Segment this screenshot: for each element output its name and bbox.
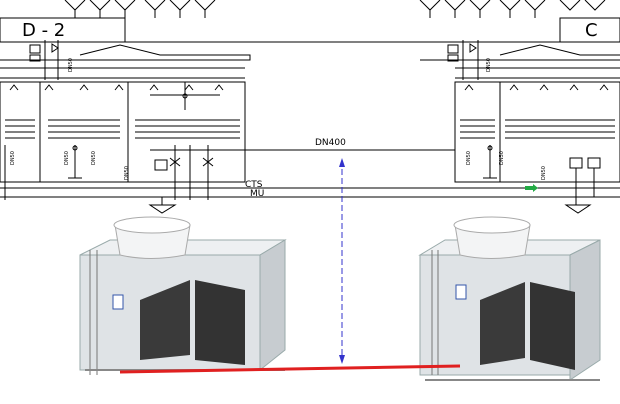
right-fill-lines (460, 119, 615, 139)
left-valve-label-5: DN50 (124, 166, 130, 180)
left-fill-panel-a (140, 280, 190, 360)
right-valve-label-2: DN50 (499, 151, 505, 165)
right-manifold (420, 44, 620, 61)
left-fill-lines (5, 119, 240, 139)
cts-label: CTS (245, 180, 263, 190)
mu-label: MU (250, 189, 264, 199)
right-top-nozzles (419, 0, 606, 18)
right-valve-label-3: DN50 (541, 166, 547, 180)
left-tower-compartments (0, 81, 246, 183)
left-valve-label-1: DN50 (10, 151, 16, 165)
connection-pipe (119, 364, 461, 374)
right-tower-compartments (454, 81, 620, 183)
right-bottom-valves (483, 145, 601, 205)
pipe-size-label: DN400 (315, 138, 346, 148)
left-valve-label-2: DN50 (68, 58, 74, 72)
right-flow-arrows (464, 84, 609, 91)
left-flow-arrows (9, 84, 224, 91)
right-cooling-tower (418, 216, 601, 381)
right-fill-panel-b (530, 282, 575, 370)
left-valve-cluster (29, 40, 59, 80)
right-fill-panel-a (480, 282, 525, 365)
left-unit-label-group: D - 2 (22, 20, 65, 41)
left-valve-label-4: DN50 (91, 151, 97, 165)
left-bottom-valves (4, 145, 214, 200)
right-drain-funnel (564, 204, 592, 214)
left-fill-panel-b (195, 280, 245, 365)
left-drain-funnel (148, 204, 177, 214)
left-manifold (0, 44, 251, 61)
right-valve-label-4: DN50 (486, 58, 492, 72)
left-valve-label-3: DN50 (64, 151, 70, 165)
right-unit-header (559, 17, 620, 43)
left-unit-label: D - 2 (22, 20, 65, 41)
left-top-nozzles (64, 0, 216, 18)
right-unit-label: C (585, 20, 598, 41)
right-valve-cluster (447, 40, 479, 80)
right-valve-label-1: DN50 (466, 151, 472, 165)
dimension-line (339, 158, 345, 364)
cts-flow-marker (525, 184, 538, 192)
left-cooling-tower (79, 216, 287, 375)
